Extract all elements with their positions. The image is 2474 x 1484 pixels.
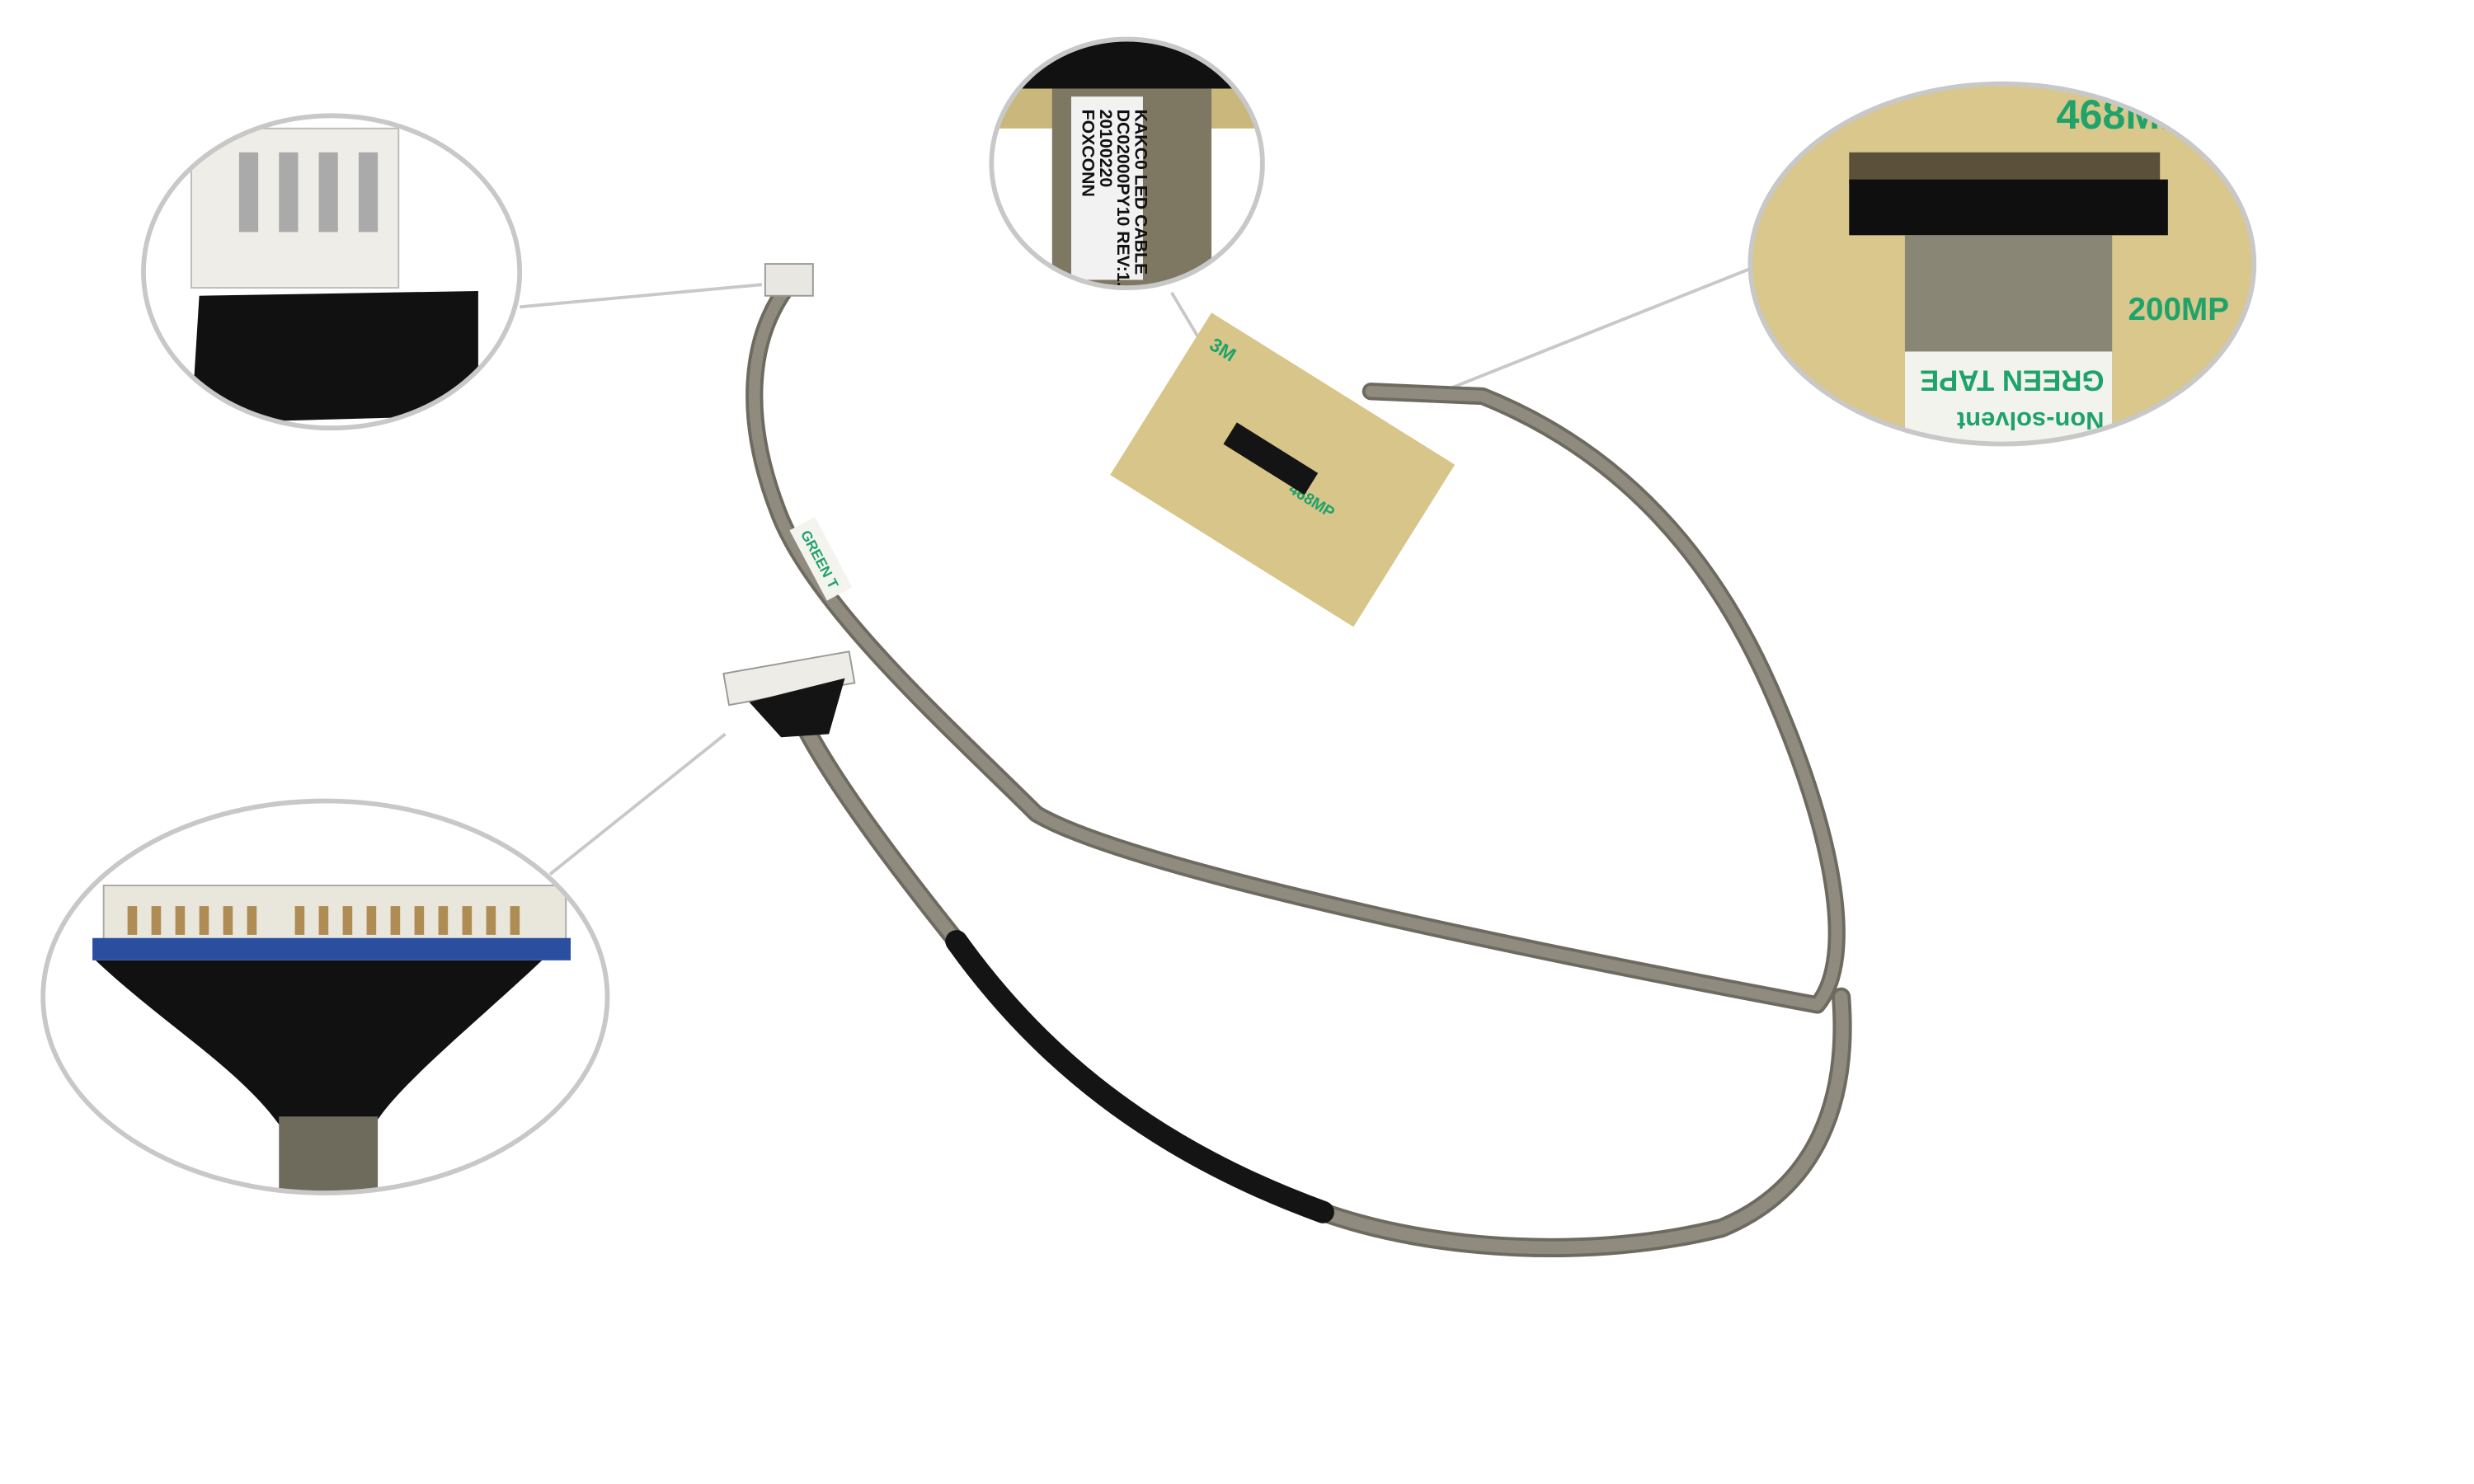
non-solvent-text: Non-solvent <box>1957 406 2105 435</box>
product-label-text: KAKC0 LED CABLE DC02000PY10 REV:1.0 2010… <box>1079 110 1151 297</box>
cable <box>745 275 1852 1257</box>
label-line: DC02000PY10 REV:1.0 <box>1113 110 1133 297</box>
small-connector <box>764 263 814 297</box>
label-line: 20100220 <box>1096 110 1116 188</box>
green-tape-text: GREEN TAPE <box>1920 364 2105 396</box>
label-line: FOXCONN <box>1079 110 1098 197</box>
callout-panel-connector: 468MP 200MP GREEN TAPE Non-solvent <box>1747 81 2257 447</box>
callout-leader-lines <box>519 267 1752 876</box>
callout-lvds-connector <box>40 798 610 1195</box>
callout-small-connector <box>141 113 523 431</box>
callout-cable-label: KAKC0 LED CABLE DC02000PY10 REV:1.0 2010… <box>989 36 1265 297</box>
tape-rating-text: 200MP <box>2128 292 2229 327</box>
lvds-connector-boot <box>749 678 845 738</box>
label-line: KAKC0 LED CABLE <box>1131 110 1150 275</box>
adhesive-tape-pad: 3M 468MP <box>1110 312 1456 627</box>
black-sleeve <box>945 930 1334 1223</box>
